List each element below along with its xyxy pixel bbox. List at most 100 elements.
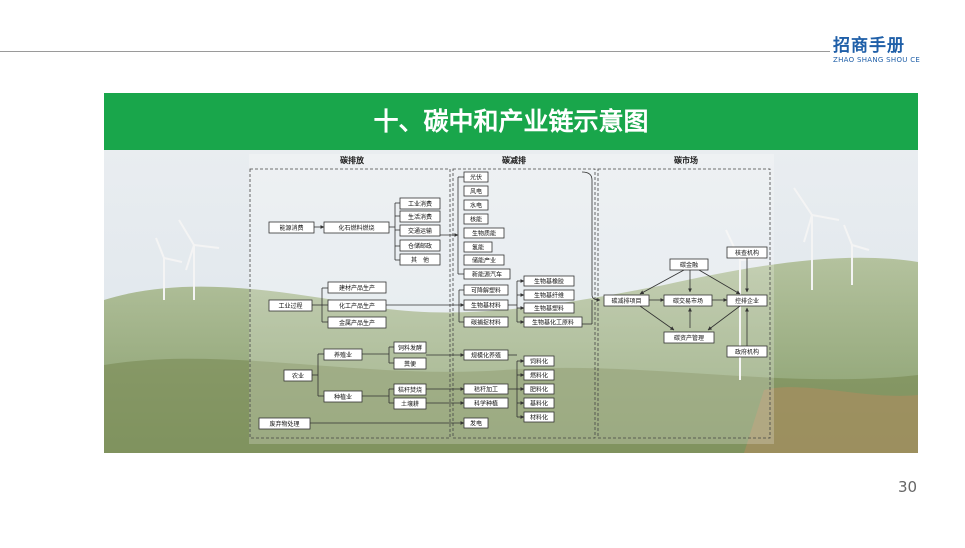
label-degradable-plastics: 可降解塑料: [471, 287, 501, 295]
label-scientific-planting: 科学种植: [474, 400, 498, 408]
box-clean-energy-4: [463, 213, 489, 225]
label-utilization-1: 饲料化: [530, 358, 548, 366]
diagram-panel: 碳排放 碳减排 碳市场: [104, 150, 918, 453]
label-utilization-4: 基料化: [530, 400, 548, 408]
box-degradable-plastics: [463, 284, 509, 296]
box-waste-treatment: [258, 417, 311, 430]
label-scale-farming: 规模化养殖: [471, 352, 501, 360]
label-fossil-fuel: 化石燃料燃烧: [338, 224, 374, 232]
box-clean-energy-3: [463, 199, 489, 211]
box-power-generation: [463, 417, 489, 429]
box-clean-energy-2: [463, 185, 489, 197]
label-clean-energy-1: 光伏: [470, 174, 482, 182]
box-carbon-finance: [669, 258, 709, 271]
industry-chain-diagram: 碳排放 碳减排 碳市场: [104, 150, 918, 453]
box-verifier: [726, 246, 768, 259]
label-power-generation: 发电: [470, 420, 482, 428]
box-building-materials: [327, 281, 387, 294]
label-use-living: 生活消费: [408, 213, 432, 221]
emission-frame: [249, 168, 451, 439]
box-use-living: [399, 210, 441, 223]
box-clean-energy-1: [463, 171, 489, 183]
box-utilization-2: [523, 369, 555, 381]
label-manure: 粪便: [404, 360, 416, 368]
label-clean-energy-8: 新能源汽车: [472, 271, 502, 279]
label-government: 政府机构: [735, 348, 759, 356]
box-bio-chemical: [523, 316, 583, 328]
soil-patch: [744, 387, 918, 453]
label-bio-chemical: 生物基化工原料: [532, 319, 574, 327]
box-industrial-process: [268, 299, 313, 312]
label-straw-burning: 秸秆焚烧: [398, 386, 422, 394]
box-feed-fermentation: [393, 341, 427, 354]
box-clean-energy-7: [463, 254, 505, 266]
label-clean-energy-6: 氢能: [472, 244, 484, 252]
box-energy-consumption: [268, 221, 315, 234]
label-clean-energy-3: 水电: [470, 202, 482, 210]
box-bio-rubber: [523, 275, 575, 287]
label-utilization-5: 材料化: [530, 414, 548, 422]
box-utilization-4: [523, 397, 555, 409]
label-clean-energy-5: 生物质能: [472, 230, 496, 238]
box-use-industry: [399, 197, 441, 210]
box-government: [726, 345, 768, 358]
box-trading-market: [663, 294, 713, 307]
brand-title: 招商手册: [833, 36, 905, 56]
label-industrial-process: 工业过程: [278, 302, 302, 310]
label-feed-fermentation: 饲料发酵: [398, 344, 422, 352]
label-utilization-3: 肥料化: [530, 386, 548, 394]
label-livestock: 养殖业: [334, 351, 352, 359]
box-use-other: [399, 253, 441, 266]
section-market-label: 碳市场: [674, 155, 698, 165]
label-verifier: 核查机构: [735, 249, 759, 257]
page-title: 十、碳中和产业链示意图: [373, 107, 649, 136]
box-reduction-project: [603, 294, 650, 307]
section-reduction-label: 碳减排: [502, 155, 526, 165]
page-number: 30: [898, 478, 918, 496]
box-manure: [393, 357, 427, 370]
box-carbon-capture: [463, 316, 509, 328]
label-use-postal: 仓储邮政: [408, 242, 432, 250]
label-bio-materials: 生物基材料: [471, 302, 501, 310]
label-asset-management: 碳资产管理: [674, 334, 704, 342]
box-bio-fiber: [523, 289, 575, 301]
label-use-industry: 工业消费: [408, 200, 432, 208]
box-bio-materials: [463, 299, 509, 311]
label-reduction-project: 碳减排项目: [611, 297, 641, 305]
box-agriculture: [283, 369, 313, 382]
box-chemical-products: [327, 299, 387, 312]
box-use-transport: [399, 224, 441, 237]
header-divider: [0, 51, 830, 52]
brand-subtitle: ZHAO SHANG SHOU CE: [833, 56, 921, 64]
label-trading-market: 碳交易市场: [673, 297, 703, 305]
box-metal-products: [327, 316, 387, 329]
title-banner: 十、碳中和产业链示意图: [104, 93, 918, 150]
label-carbon-capture: 碳捕捉材料: [471, 319, 501, 327]
label-waste-treatment: 废弃物处理: [269, 420, 299, 428]
label-bio-fiber: 生物基纤维: [534, 292, 564, 300]
label-controlled-enterprise: 控排企业: [735, 297, 759, 305]
box-straw-burning: [393, 383, 427, 396]
box-utilization-5: [523, 411, 555, 423]
box-clean-energy-8: [463, 268, 511, 280]
label-clean-energy-7: 储能产业: [472, 257, 496, 265]
label-clean-energy-2: 风电: [470, 188, 482, 196]
market-frame: [597, 168, 771, 439]
label-planting: 种植业: [334, 393, 352, 401]
label-bio-plastic: 生物基塑料: [534, 305, 564, 313]
label-use-other: 其 他: [411, 256, 429, 264]
label-energy-consumption: 能源消费: [279, 224, 303, 232]
box-fossil-fuel: [323, 221, 390, 234]
label-clean-energy-4: 核能: [470, 216, 482, 224]
wind-turbine-icon: [155, 187, 870, 380]
label-agriculture: 农业: [292, 372, 304, 380]
box-controlled-enterprise: [726, 294, 768, 307]
box-utilization-3: [523, 383, 555, 395]
label-use-transport: 交通运输: [408, 227, 432, 235]
label-soil-tillage: 土壤耕: [401, 400, 419, 408]
box-livestock: [323, 348, 363, 361]
label-straw-processing: 秸秆加工: [474, 386, 498, 394]
label-utilization-2: 燃料化: [530, 372, 548, 380]
box-use-postal: [399, 239, 441, 252]
brand-logo: 招商手册 ZHAO SHANG SHOU CE: [833, 36, 925, 64]
